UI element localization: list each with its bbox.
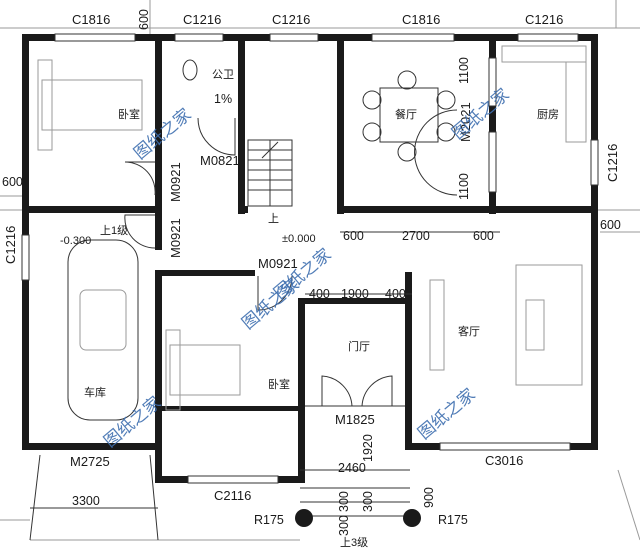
- dim-600-a: 600: [343, 229, 364, 243]
- room-toilet: 公卫: [212, 69, 234, 81]
- window-label-c1216-b: C1216: [272, 12, 310, 27]
- door-label-m2021: M2021: [458, 102, 473, 142]
- dim-2460: 2460: [338, 461, 366, 475]
- dim-1920: 1920: [361, 434, 375, 462]
- dim-900: 900: [422, 487, 436, 508]
- door-label-m0921-b: M0921: [168, 218, 183, 258]
- window-label-c2116: C2116: [214, 488, 251, 503]
- dim-2700: 2700: [402, 229, 430, 243]
- stair: [247, 139, 293, 207]
- door-label-m0921-c: M0921: [258, 256, 298, 271]
- watermark-1: 图纸之家: [130, 105, 195, 164]
- window-label-c1216-right: C1216: [525, 12, 563, 27]
- window-label-c1816-right: C1816: [402, 12, 440, 27]
- room-bedroom-top: 卧室: [118, 107, 140, 121]
- furniture: [37, 45, 587, 421]
- window-label-c1216-a: C1216: [183, 12, 221, 27]
- window-label-c1216-right-wall: C1216: [605, 144, 620, 182]
- dim-3300: 3300: [72, 494, 100, 508]
- elevation-main: ±0.000: [282, 233, 316, 245]
- watermark-5: 图纸之家: [414, 385, 479, 444]
- dim-1100-a: 1100: [457, 57, 471, 84]
- dim-1100-b: 1100: [457, 173, 471, 200]
- slope-label: 1%: [214, 92, 232, 106]
- room-bedroom-mid: 卧室: [268, 377, 290, 391]
- stair-up-label: 上: [268, 212, 279, 225]
- step-one-label: 上1级: [100, 224, 128, 237]
- dim-r175-left: R175: [254, 513, 284, 527]
- dim-1900: 1900: [341, 287, 369, 301]
- entrance: [29, 454, 421, 541]
- dim-300-b: 300: [361, 491, 375, 512]
- column-left: [295, 509, 313, 527]
- door-swings: [124, 109, 458, 407]
- window-label-c3016: C3016: [485, 453, 523, 468]
- column-right: [403, 509, 421, 527]
- room-foyer: 门厅: [348, 339, 370, 353]
- room-kitchen: 厨房: [537, 108, 559, 121]
- door-label-m1825: M1825: [335, 412, 375, 427]
- dim-300-a: 300: [337, 491, 351, 512]
- room-living: 客厅: [458, 324, 480, 338]
- elevation-garage: -0.300: [60, 235, 91, 247]
- door-label-m2725: M2725: [70, 454, 110, 469]
- dim-600-top: 600: [137, 9, 151, 30]
- dim-600-b: 600: [473, 229, 494, 243]
- dim-600-left: 600: [2, 175, 23, 189]
- step-three-label: 上3级: [340, 536, 368, 548]
- dim-r175-right: R175: [438, 513, 468, 527]
- dim-400-a: 400: [309, 287, 330, 301]
- window-label-c1216-left: C1216: [3, 226, 18, 264]
- door-label-m0921-a: M0921: [168, 162, 183, 202]
- window-label-c1816-left: C1816: [72, 12, 110, 27]
- room-dining: 餐厅: [395, 107, 417, 121]
- room-garage: 车库: [84, 385, 106, 399]
- dim-300-c: 300: [337, 515, 351, 536]
- dimension-lines: [30, 231, 500, 509]
- dim-400-b: 400: [385, 287, 406, 301]
- dim-600-right: 600: [600, 218, 621, 232]
- windows: [21, 33, 599, 484]
- watermark-6: 图纸之家: [238, 275, 303, 334]
- door-label-m0821: M0821: [200, 153, 240, 168]
